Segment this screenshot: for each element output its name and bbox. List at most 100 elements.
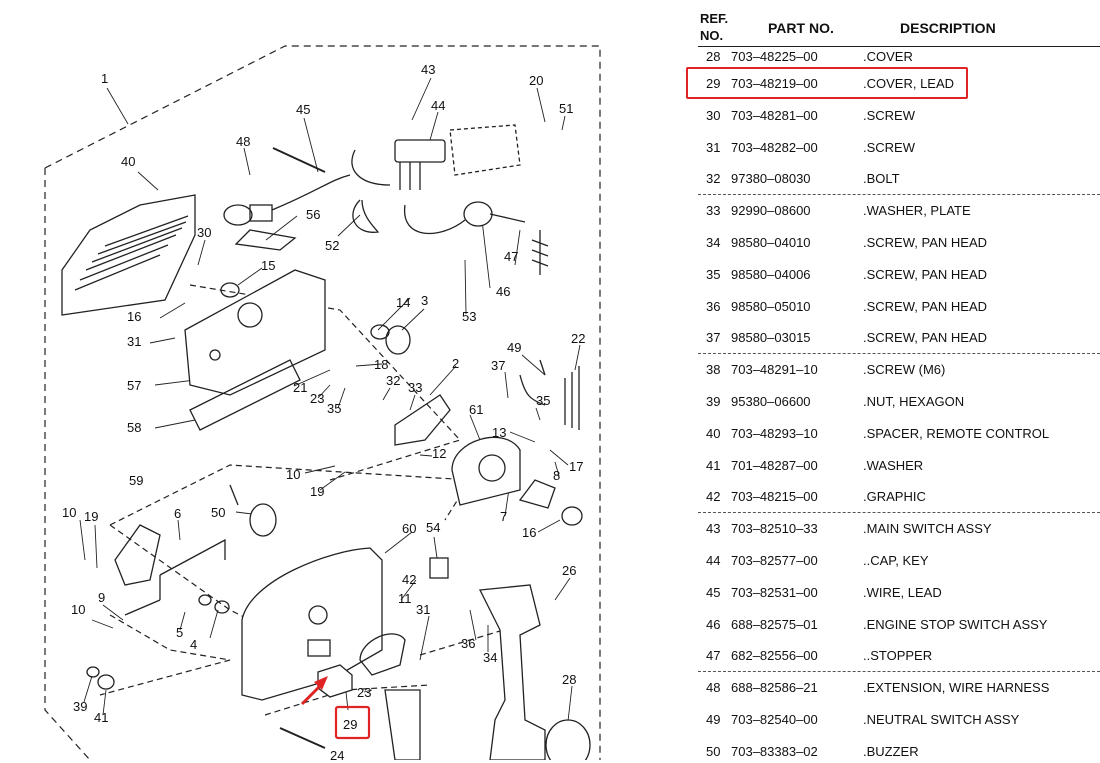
- ref-no-cell: 33: [706, 203, 721, 219]
- callout-56: 56: [306, 207, 320, 222]
- description-cell: .SCREW: [863, 107, 915, 123]
- parts-table: REF. NO. PART NO. DESCRIPTION 28 703–4822…: [686, 6, 1100, 763]
- part-no-cell: 703–82540–00: [731, 711, 818, 727]
- callout-7: 7: [500, 509, 507, 524]
- callout-8: 8: [553, 468, 560, 483]
- callout-41: 41: [94, 710, 108, 725]
- callout-42: 42: [402, 572, 416, 587]
- part-11-bracket: [359, 633, 406, 676]
- callout-33: 33: [408, 380, 422, 395]
- part-no-cell: 92990–08600: [731, 203, 811, 219]
- part-2-lever-plate: [394, 394, 451, 446]
- callout-36: 36: [461, 636, 475, 651]
- part-40-cover-grille: [61, 194, 196, 316]
- callout-10: 10: [62, 505, 76, 520]
- description-cell: .MAIN SWITCH ASSY: [863, 521, 992, 537]
- ref-no-cell: 37: [706, 330, 721, 346]
- callout-61: 61: [469, 402, 483, 417]
- description-cell: .SCREW, PAN HEAD: [863, 266, 988, 282]
- description-cell: .ENGINE STOP SWITCH ASSY: [863, 616, 1048, 632]
- callout-34: 34: [483, 650, 497, 665]
- table-header: REF. NO. PART NO. DESCRIPTION: [698, 6, 1100, 47]
- part-bolt: [279, 727, 326, 749]
- part-43-main-switch: [351, 124, 521, 190]
- callout-21: 21: [293, 380, 307, 395]
- ref-no-cell: 32: [706, 171, 721, 187]
- part-56-bracket: [234, 229, 297, 251]
- assembly-boundary: [44, 45, 601, 760]
- callout-29: 29: [343, 717, 357, 732]
- table-row: 45 703–82531–00 .WIRE, LEAD: [698, 572, 1100, 604]
- part-58-plate: [189, 359, 301, 431]
- callout-52: 52: [325, 238, 339, 253]
- part-9-pin: [124, 599, 161, 616]
- callout-44: 44: [431, 98, 445, 113]
- callout-46: 46: [496, 284, 510, 299]
- part-no-cell: 703–82510–33: [731, 521, 818, 537]
- part-no-cell: 98580–04010: [731, 234, 811, 250]
- ref-no-cell: 28: [706, 49, 721, 64]
- part-no-cell: 703–48291–10: [731, 362, 818, 378]
- ref-no-cell: 36: [706, 298, 721, 314]
- description-cell: .EXTENSION, WIRE HARNESS: [863, 680, 1050, 696]
- callout-10: 10: [71, 602, 85, 617]
- ref-no-cell: 46: [706, 616, 721, 632]
- part-no-cell: 98580–04006: [731, 266, 811, 282]
- ref-no-cell: 45: [706, 584, 721, 600]
- description-cell: .COVER: [863, 49, 913, 64]
- callout-26: 26: [562, 563, 576, 578]
- part-52-clip: [352, 199, 380, 233]
- part-28-knob: [545, 719, 591, 760]
- callout-58: 58: [127, 420, 141, 435]
- ref-no-cell: 31: [706, 139, 721, 155]
- callout-10: 10: [286, 467, 300, 482]
- callout-40: 40: [121, 154, 135, 169]
- part-no-cell: 703–83383–02: [731, 743, 818, 759]
- part-no-cell: 682–82556–00: [731, 648, 818, 664]
- description-cell: ..STOPPER: [863, 648, 933, 664]
- callout-31: 31: [416, 602, 430, 617]
- description-cell: .SCREW: [863, 139, 915, 155]
- header-ref-no: REF. NO.: [700, 11, 729, 43]
- callout-29-highlight-box: [334, 705, 371, 740]
- ref-no-cell: 35: [706, 266, 721, 282]
- callout-32: 32: [386, 373, 400, 388]
- part-60-side-housing: [241, 547, 383, 701]
- callout-5: 5: [176, 625, 183, 640]
- red-arrow-icon: [300, 676, 328, 706]
- callout-23: 23: [357, 685, 371, 700]
- ref-no-cell: 29: [706, 76, 721, 91]
- part-no-cell: 688–82575–01: [731, 616, 818, 632]
- description-cell: .WIRE, LEAD: [863, 584, 942, 600]
- header-part-no: PART NO.: [768, 20, 834, 36]
- part-57-housing-plate: [184, 269, 326, 396]
- description-cell: ..CAP, KEY: [863, 552, 929, 568]
- ref-no-cell: 41: [706, 457, 721, 473]
- ref-no-cell: 30: [706, 107, 721, 123]
- part-no-cell: 703–82531–00: [731, 584, 818, 600]
- description-cell: .SCREW, PAN HEAD: [863, 298, 988, 314]
- callout-43: 43: [421, 62, 435, 77]
- ref-no-cell: 44: [706, 552, 721, 568]
- callout-45: 45: [296, 102, 310, 117]
- callout-16: 16: [522, 525, 536, 540]
- ref-no-cell: 40: [706, 425, 721, 441]
- callout-23: 23: [310, 391, 324, 406]
- description-cell: .WASHER, PLATE: [863, 203, 971, 219]
- description-cell: .SCREW, PAN HEAD: [863, 330, 988, 346]
- callout-47: 47: [504, 249, 518, 264]
- part-no-cell: 703–48225–00: [731, 49, 818, 64]
